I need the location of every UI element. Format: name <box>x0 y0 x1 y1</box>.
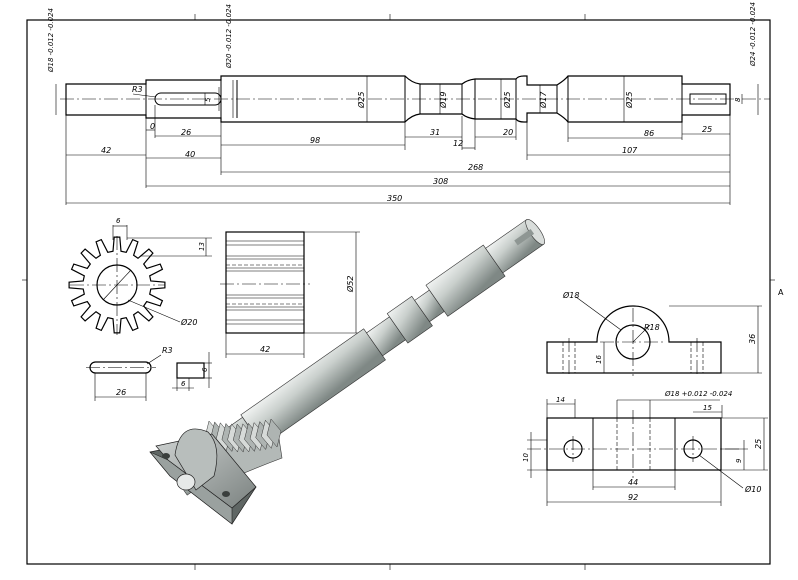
bearing-top-d44-label: 44 <box>628 478 638 487</box>
bearing-top-tol-label: Ø18 +0.012 -0.024 <box>664 390 732 398</box>
bearing-front-h36-label: 36 <box>748 334 757 344</box>
shaft-dim-31: 31 <box>430 128 440 137</box>
gear-tooth-height-label: 13 <box>198 242 206 251</box>
drawing-frame: A <box>22 14 784 570</box>
key-length-label: 26 <box>116 388 126 397</box>
shaft-r3-label: R3 <box>132 85 143 94</box>
bearing-top-d14-label: 14 <box>556 396 565 404</box>
frame-side-label: A <box>778 288 784 297</box>
gear-width-label: 42 <box>260 345 270 354</box>
shaft-diam-25b: Ø25 <box>502 92 512 109</box>
assembly-gear-tooth <box>266 418 282 448</box>
shaft-dim-42: 42 <box>101 146 111 155</box>
shaft-tol-left: Ø18 -0.012 -0.024 <box>47 8 55 73</box>
bearing-top-d15-label: 15 <box>703 404 712 412</box>
bearing-front-d18-label: Ø18 <box>562 290 579 300</box>
shaft-dimension-lines <box>66 129 730 204</box>
shaft-key-depth-5: 5 <box>204 97 212 102</box>
bearing-front-r18-label: R18 <box>644 323 660 332</box>
shaft-dim-268: 268 <box>468 163 483 172</box>
shaft-diam-25a: Ø25 <box>356 92 366 109</box>
bearing-front-h16-label: 16 <box>595 355 603 364</box>
shaft-diam-17: Ø17 <box>538 91 548 109</box>
shaft-extension-lines <box>65 105 731 205</box>
shaft-dim-107: 107 <box>622 146 638 155</box>
gear-tooth-width-label: 6 <box>116 217 121 225</box>
bearing-top-view: 14 Ø18 +0.012 -0.024 15 10 25 9 44 92 Ø1… <box>522 390 768 506</box>
shaft-dim-40: 40 <box>185 150 195 159</box>
shaft-dim-12: 12 <box>453 139 463 148</box>
bearing-front-view: Ø18 R18 16 36 <box>546 290 762 377</box>
shaft-tol-right: Ø24 -0.012 -0.024 <box>749 2 757 67</box>
bearing-top-d92-label: 92 <box>628 493 638 502</box>
bearing-top-d10-label: 10 <box>522 453 530 462</box>
shaft-dim-308: 308 <box>433 177 448 186</box>
bearing-top-d25-label: 25 <box>754 439 763 449</box>
shaft-key-depth-8: 8 <box>734 97 742 102</box>
key-r3-label: R3 <box>162 346 173 355</box>
shaft-dim-25: 25 <box>702 125 712 134</box>
shaft-dim-350: 350 <box>387 194 402 203</box>
key-views: R3 26 6 6 <box>86 346 212 401</box>
shaft-dim-20: 20 <box>503 128 513 137</box>
assembly-3d-view <box>149 219 545 525</box>
shaft-view: Ø18 -0.012 -0.024 Ø20 -0.012 -0.024 Ø24 … <box>47 2 770 205</box>
key-height-label: 6 <box>201 367 209 372</box>
assembly-gear <box>204 418 283 487</box>
gear-bore-label: Ø20 <box>180 317 197 327</box>
bearing-top-d9-label: 9 <box>735 458 743 463</box>
gear-front-view: 6 13 Ø20 <box>68 217 212 335</box>
gear-od-label: Ø52 <box>345 276 355 293</box>
assembly-bearing-block <box>149 428 257 525</box>
shaft-dim-86: 86 <box>644 129 654 138</box>
shaft-keyway-left <box>154 92 222 106</box>
shaft-dim-98: 98 <box>310 136 320 145</box>
gear-side-view: Ø52 42 <box>220 231 360 358</box>
shaft-tol-mid: Ø20 -0.012 -0.024 <box>225 4 233 69</box>
shaft-dim-0: 0 <box>150 122 155 131</box>
shaft-diam-19: Ø19 <box>438 92 448 109</box>
key-width-label: 6 <box>181 380 186 388</box>
bearing-top-hole-label: Ø10 <box>744 484 761 494</box>
shaft-dim-26: 26 <box>181 128 191 137</box>
shaft-keyway-right <box>689 93 727 105</box>
shaft-diam-25c: Ø25 <box>624 92 634 109</box>
